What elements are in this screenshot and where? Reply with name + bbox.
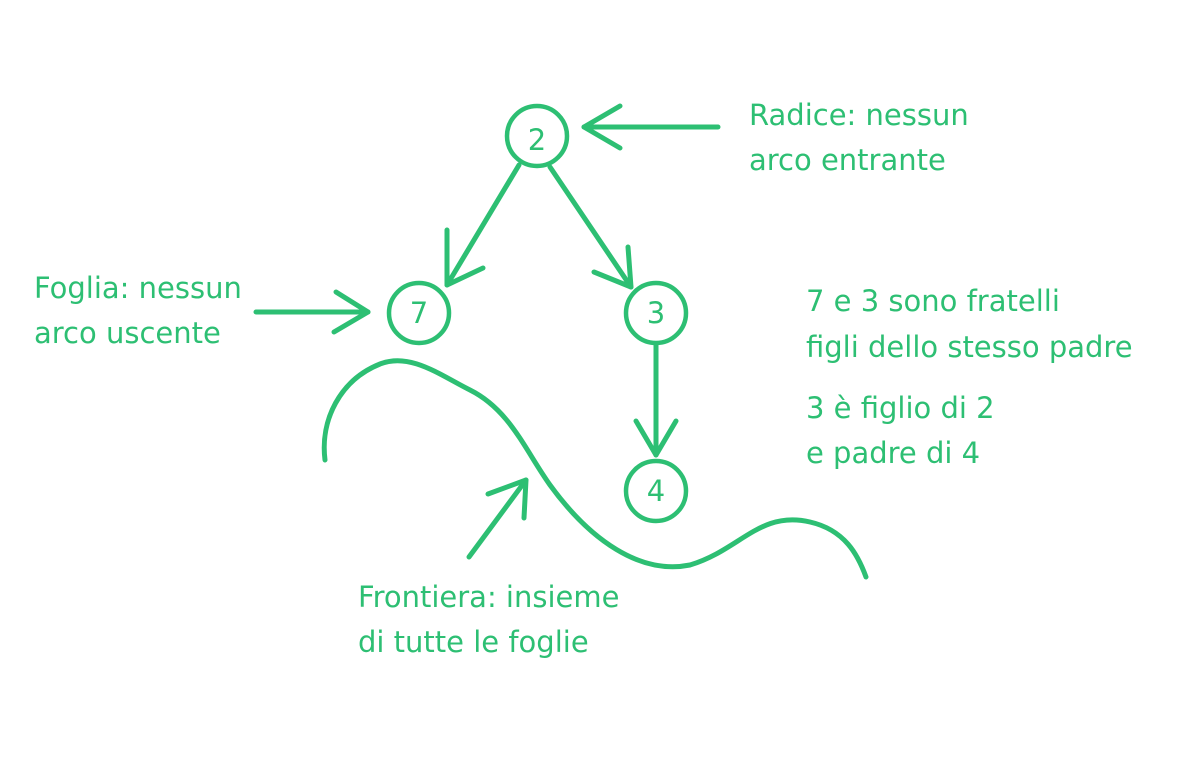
root-note-line1: Radice: nessun <box>749 98 969 132</box>
leaf-pointer-arrow <box>253 289 371 335</box>
root-note-line2: arco entrante <box>749 143 946 177</box>
node-2: 2 <box>504 103 570 169</box>
frontier-curve <box>321 358 869 580</box>
parent-child-note: 3 è figlio di 2 e padre di 4 <box>806 391 995 470</box>
siblings-note: 7 e 3 sono fratelli figli dello stesso p… <box>806 284 1133 364</box>
leaf-note-line2: arco uscente <box>34 316 221 350</box>
edge-2-to-3 <box>547 164 634 290</box>
siblings-note-line1: 7 e 3 sono fratelli <box>806 284 1060 318</box>
leaf-note-line1: Foglia: nessun <box>34 271 242 305</box>
root-pointer-arrow <box>581 103 721 151</box>
node-3: 3 <box>623 280 689 346</box>
node-3-label: 3 <box>647 296 665 330</box>
node-4-label: 4 <box>647 474 665 508</box>
siblings-note-line2: figli dello stesso padre <box>806 330 1133 364</box>
frontier-pointer-arrow <box>466 477 529 560</box>
node-7: 7 <box>386 280 452 346</box>
root-note: Radice: nessun arco entrante <box>749 98 969 177</box>
parent-child-note-line1: 3 è figlio di 2 <box>806 391 995 425</box>
edge-2-to-7 <box>444 162 522 288</box>
node-2-label: 2 <box>528 123 546 157</box>
frontier-note-line1: Frontiera: insieme <box>358 580 619 614</box>
node-7-label: 7 <box>410 296 428 330</box>
leaf-note: Foglia: nessun arco uscente <box>34 271 242 350</box>
edge-3-to-4 <box>633 342 679 458</box>
frontier-note: Frontiera: insieme di tutte le foglie <box>358 580 619 659</box>
node-4: 4 <box>623 458 689 524</box>
parent-child-note-line2: e padre di 4 <box>806 436 980 470</box>
frontier-note-line2: di tutte le foglie <box>358 625 589 659</box>
